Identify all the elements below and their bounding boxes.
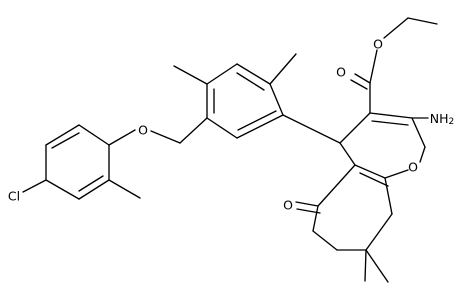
bond-lines — [22, 17, 438, 283]
ester-oxygen-label: O — [373, 37, 383, 52]
ether-oxygen-label: O — [138, 123, 148, 138]
amino-group-label: NH2 — [430, 111, 454, 128]
ester-carbonyl-oxygen-label: O — [336, 65, 346, 80]
ketone-oxygen-label: O — [283, 198, 293, 213]
ring-oxygen-label: O — [408, 160, 418, 175]
chloro-label: Cl — [8, 189, 20, 204]
